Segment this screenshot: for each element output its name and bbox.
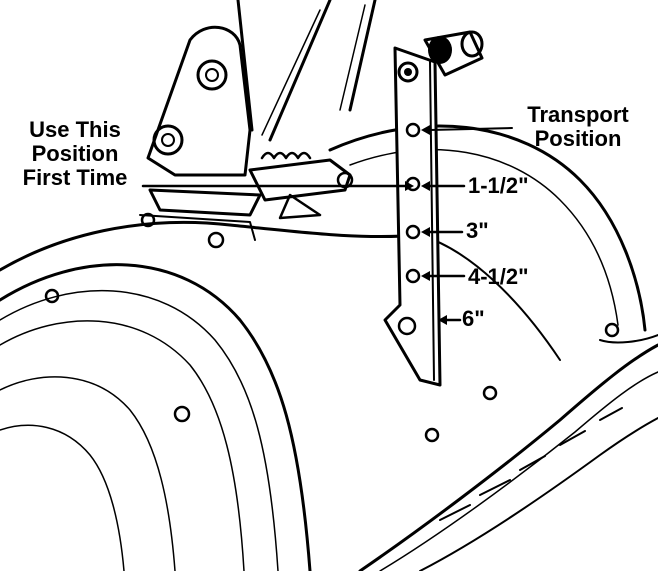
- arrow-3: [421, 227, 430, 237]
- leader-transport: [429, 127, 513, 131]
- arrow-transport: [421, 125, 430, 135]
- frame-tube: [261, 9, 321, 136]
- frame-tube: [268, 0, 332, 142]
- depth-bar-foot-hole: [397, 316, 417, 336]
- arrow-4-5: [421, 271, 430, 281]
- first-time-position-label: Use This Position First Time: [0, 118, 150, 190]
- rivet: [140, 212, 156, 228]
- frame-tube: [236, 0, 254, 132]
- transport-position-label: Transport Position: [503, 103, 653, 151]
- hole-3: [405, 224, 421, 240]
- depth-label-1-5: 1-1/2": [468, 173, 529, 198]
- rivet: [173, 405, 191, 423]
- rivet: [424, 427, 440, 443]
- rivet: [482, 385, 498, 401]
- hole-4-5: [405, 268, 421, 284]
- shield-bottom: [419, 417, 658, 572]
- label-line: Transport: [527, 102, 629, 127]
- label-line: First Time: [22, 165, 128, 190]
- depth-label-4-5: 4-1/2": [468, 264, 529, 289]
- spring: [260, 151, 312, 160]
- fender-rib-2: [0, 320, 245, 572]
- label-line: Position: [31, 141, 119, 166]
- fender-rib-4: [0, 424, 125, 572]
- label-line: Use This: [29, 117, 121, 142]
- rivet: [207, 231, 225, 249]
- arrow-6: [438, 315, 447, 325]
- shield-lip-inner: [379, 371, 658, 572]
- arrow-first-time: [405, 181, 414, 191]
- fender-rib-outer: [0, 263, 312, 573]
- hole-transport: [405, 122, 421, 138]
- arrow-1-5: [421, 181, 430, 191]
- rivet: [604, 322, 620, 338]
- hood-outline: [0, 220, 422, 272]
- fender-rib-3: [0, 376, 176, 572]
- label-line: Position: [534, 126, 622, 151]
- rivet: [44, 288, 60, 304]
- shield-lip: [358, 343, 658, 573]
- depth-label-6: 6": [462, 306, 485, 331]
- depth-label-3: 3": [466, 218, 489, 243]
- fender-rib-inner: [0, 289, 279, 572]
- frame-tube: [348, 0, 377, 112]
- hood-right-edge: [419, 234, 561, 361]
- depth-bar-bolt: [397, 61, 419, 83]
